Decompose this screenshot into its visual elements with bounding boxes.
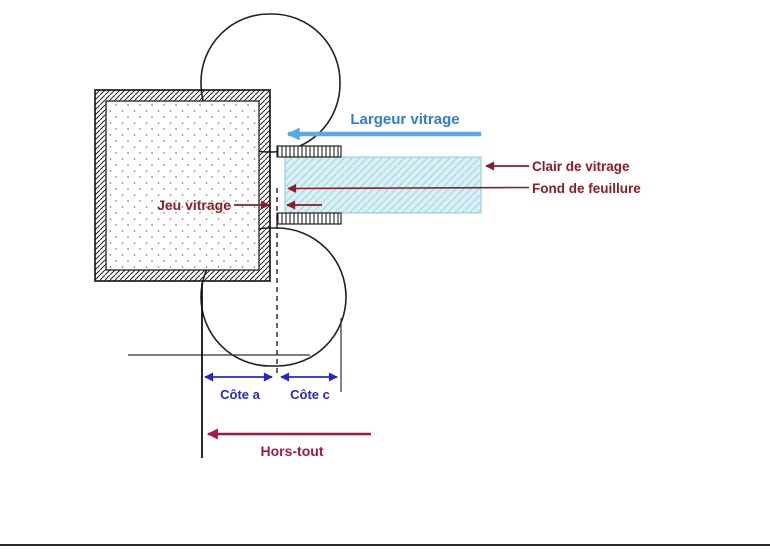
top-glazing-bead xyxy=(276,145,342,158)
jeu-vitrage-label: Jeu vitrage xyxy=(157,197,231,213)
largeur-vitrage-label: Largeur vitrage xyxy=(350,111,459,128)
fond-de-feuillure-leader xyxy=(287,183,530,193)
glass-pane xyxy=(284,156,482,214)
bottom-glazing-bead xyxy=(276,212,342,225)
hors-tout-label: Hors-tout xyxy=(261,443,324,459)
cote-a-label: Côte a xyxy=(220,387,261,402)
cote-c-label: Côte c xyxy=(290,387,330,402)
clair-de-vitrage-label: Clair de vitrage xyxy=(532,159,630,174)
frame-core xyxy=(105,100,260,271)
fond-de-feuillure-label: Fond de feuillure xyxy=(532,181,641,196)
